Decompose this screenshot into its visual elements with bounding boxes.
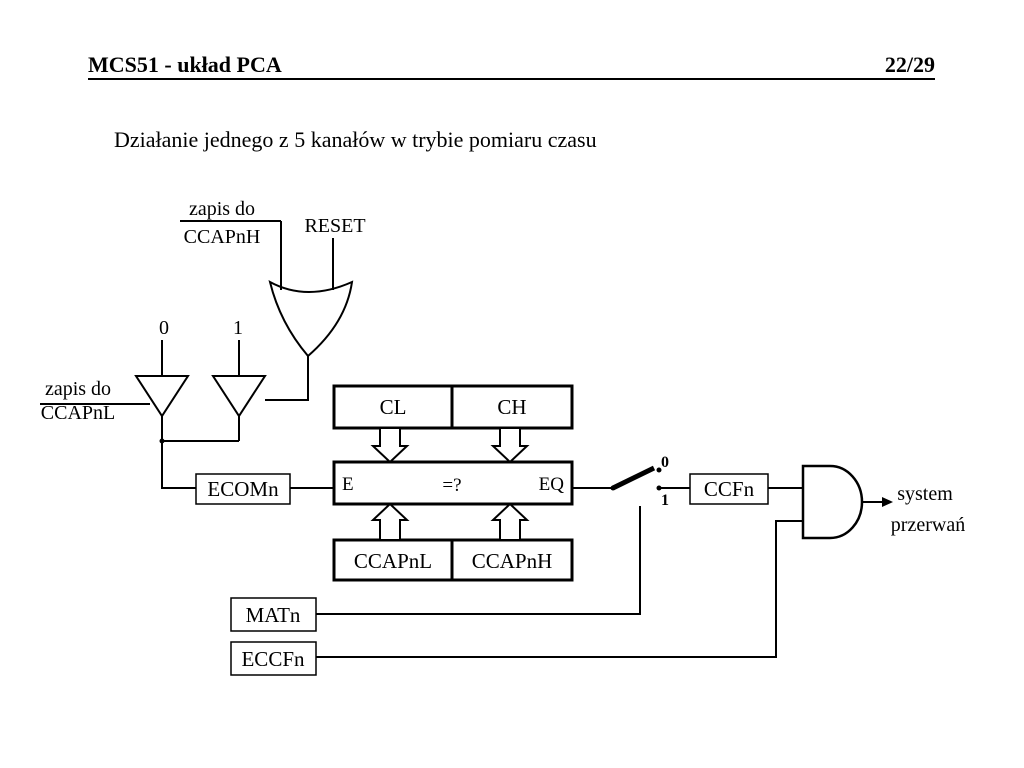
comparator-box — [332, 460, 574, 506]
bus-arrow-ch-down-icon — [490, 427, 530, 464]
register-ccapnh-box — [450, 538, 574, 582]
register-ccapnh: CCAPnH — [472, 549, 553, 573]
register-ccfn: CCFn — [704, 477, 755, 501]
and-gate — [801, 464, 864, 540]
register-matn: MATn — [246, 603, 301, 627]
label-output-1: system — [897, 483, 953, 505]
label-reset: RESET — [304, 215, 365, 237]
label-buffer1-input: 1 — [233, 317, 243, 339]
bus-arrow-ccapnh-up-icon — [490, 502, 530, 541]
register-cl-box — [332, 384, 454, 430]
label-zapis-ccapnl-2: CCAPnL — [41, 402, 115, 424]
label-buffer0-input: 0 — [159, 317, 169, 339]
label-output-2: przerwań — [891, 514, 965, 536]
register-ecomn: ECOMn — [207, 477, 279, 501]
label-zapis-ccapnl-1: zapis do — [45, 378, 111, 400]
wire-to-ecomn — [161, 441, 196, 489]
register-ccapnl: CCAPnL — [354, 549, 432, 573]
page-number: 22/29 — [884, 52, 935, 77]
register-cl: CL — [380, 395, 407, 419]
output-arrow-icon — [882, 497, 893, 507]
or-gate — [268, 280, 354, 358]
label-zapis-ccapnh-1: zapis do — [189, 198, 255, 220]
register-eccfn-box — [230, 641, 317, 676]
label-switch-1: 1 — [661, 492, 669, 509]
wire-matn — [316, 506, 641, 615]
label-zapis-ccapnh-2: CCAPnH — [184, 226, 261, 248]
switch-lever — [611, 465, 656, 491]
buffer-1 — [211, 375, 267, 418]
bus-arrow-ccapnl-up-icon — [370, 502, 410, 541]
junction-dot — [159, 438, 165, 444]
slide-header: MCS51 - układ PCA 22/29 — [88, 52, 935, 80]
wire-or-output — [265, 356, 309, 401]
slide-subtitle: Działanie jednego z 5 kanałów w trybie p… — [114, 127, 597, 152]
register-matn-box — [230, 597, 317, 632]
wire-eccfn — [316, 520, 803, 658]
comparator-enable: E — [342, 474, 354, 495]
label-switch-0: 0 — [661, 454, 669, 471]
switch-contact-1 — [656, 485, 662, 491]
register-eccfn: ECCFn — [241, 647, 305, 671]
bus-arrow-cl-down-icon — [370, 427, 410, 464]
register-ch: CH — [497, 395, 526, 419]
header-rule — [88, 78, 935, 80]
comparator-compare: =? — [442, 475, 461, 496]
register-ccfn-box — [689, 473, 769, 505]
register-ecomn-box — [195, 473, 291, 505]
comparator-equal: EQ — [539, 474, 565, 495]
slide-title: MCS51 - układ PCA — [88, 52, 282, 77]
buffer-0 — [134, 375, 190, 418]
switch-contact-0 — [656, 467, 662, 473]
